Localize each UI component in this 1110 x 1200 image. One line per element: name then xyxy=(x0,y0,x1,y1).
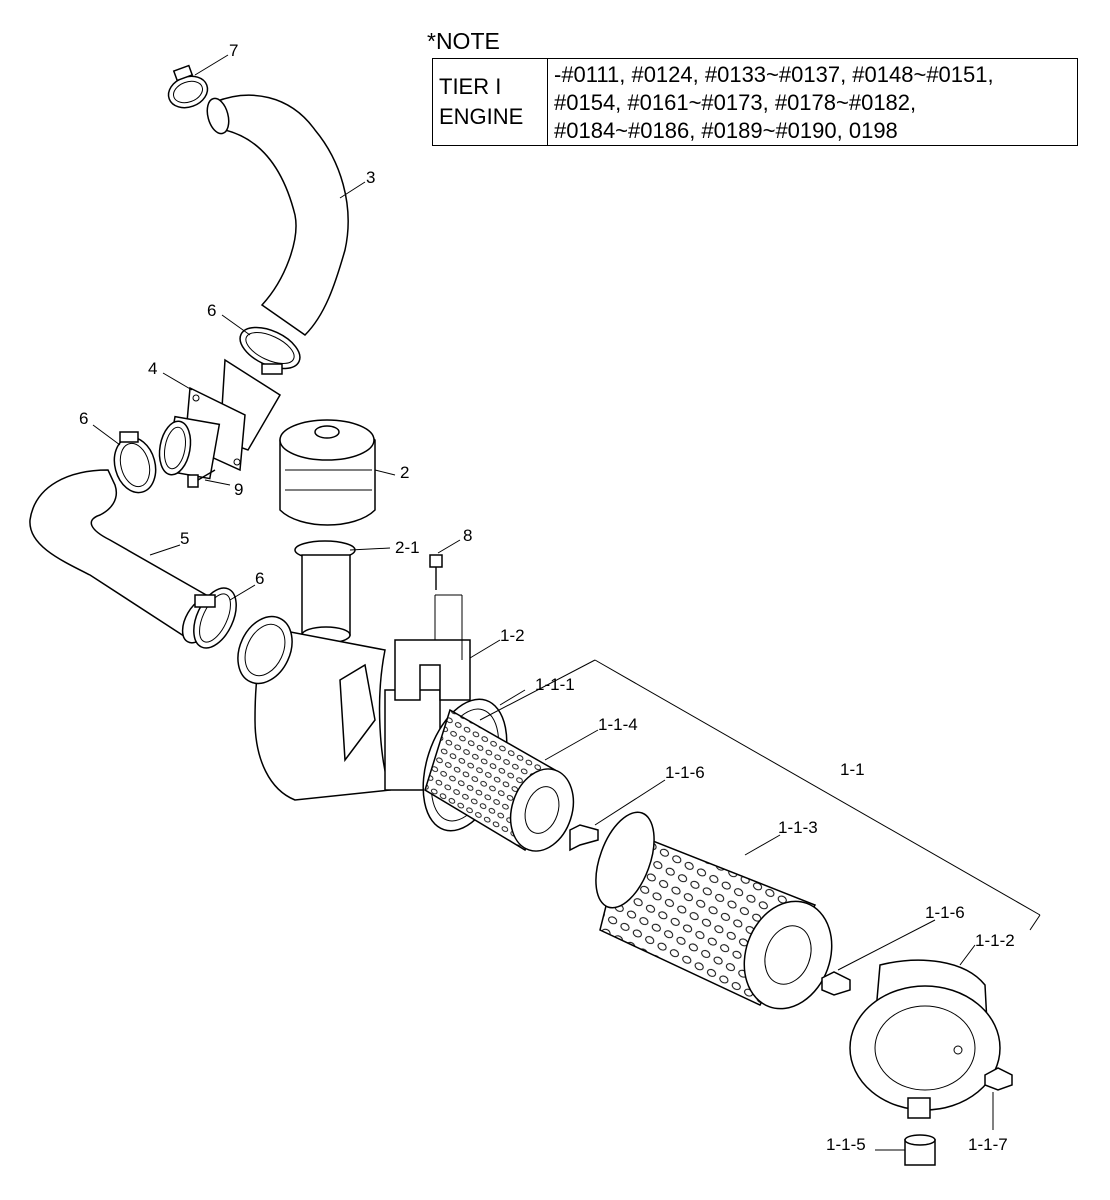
note-line-2: #0154, #0161~#0173, #0178~#0182, xyxy=(554,90,917,115)
wing-nut-cover xyxy=(984,1067,1013,1091)
callout-1-1-1: 1-1-1 xyxy=(535,675,575,694)
note-table: TIER I ENGINE -#0111, #0124, #0133~#0137… xyxy=(432,58,1078,146)
outer-primary-element xyxy=(595,811,833,1010)
air-cleaner-cover xyxy=(849,959,1001,1119)
flange-adapter xyxy=(158,358,282,480)
wing-nut-outer xyxy=(821,971,851,996)
callout-8: 8 xyxy=(463,526,472,545)
bolt-8 xyxy=(429,554,443,590)
callout-6-lower: 6 xyxy=(255,569,264,588)
callout-1-1-5: 1-1-5 xyxy=(826,1135,866,1154)
callout-2-1: 2-1 xyxy=(395,538,420,557)
wing-nut-inner xyxy=(569,824,599,852)
hose-clamp-6-upper xyxy=(239,326,301,375)
bolt-9 xyxy=(187,469,216,488)
upper-intake-hose xyxy=(206,94,349,336)
callout-1-1-4: 1-1-4 xyxy=(598,715,638,734)
callout-3: 3 xyxy=(366,168,375,187)
inner-safety-element xyxy=(424,708,575,852)
callout-1-1-6-inner: 1-1-6 xyxy=(665,763,705,782)
note-head-line1: TIER I xyxy=(439,74,502,99)
note-line-3: #0184~#0186, #0189~#0190, 0198 xyxy=(554,118,898,143)
callout-5: 5 xyxy=(180,529,189,548)
hose-clamp-7 xyxy=(167,64,209,109)
callout-1-1-6-outer: 1-1-6 xyxy=(925,903,965,922)
leader-lines xyxy=(92,54,1041,1151)
callout-labels: 7 3 6 4 6 9 2 5 2-1 8 6 1-2 1-1-1 1-1-4 … xyxy=(79,41,1015,1154)
callout-1-1-2: 1-1-2 xyxy=(975,931,1015,950)
note-title: *NOTE xyxy=(427,28,500,54)
callout-4: 4 xyxy=(148,359,157,378)
air-cleaner-housing xyxy=(237,615,441,801)
note-line-1: -#0111, #0124, #0133~#0137, #0148~#0151, xyxy=(554,62,994,87)
callout-9: 9 xyxy=(234,480,243,499)
callout-1-1-3: 1-1-3 xyxy=(778,818,818,837)
precleaner-clamp xyxy=(294,540,356,644)
callout-1-2: 1-2 xyxy=(500,626,525,645)
callout-6-middle: 6 xyxy=(79,409,88,428)
hose-clamp-6-middle xyxy=(113,431,157,494)
callout-6-upper: 6 xyxy=(207,301,216,320)
precleaner-cap xyxy=(279,419,376,526)
hose-clamp-6-lower xyxy=(193,587,237,649)
callout-1-1-7: 1-1-7 xyxy=(968,1135,1008,1154)
note-serial-list: -#0111, #0124, #0133~#0137, #0148~#0151,… xyxy=(548,59,1077,145)
callout-2: 2 xyxy=(400,463,409,482)
callout-7: 7 xyxy=(229,41,238,60)
note-head-line2: ENGINE xyxy=(439,104,524,129)
vacuator-valve xyxy=(904,1134,936,1166)
callout-1-1: 1-1 xyxy=(840,760,865,779)
note-table-header: TIER I ENGINE xyxy=(433,59,548,145)
mounting-bracket xyxy=(394,594,471,701)
